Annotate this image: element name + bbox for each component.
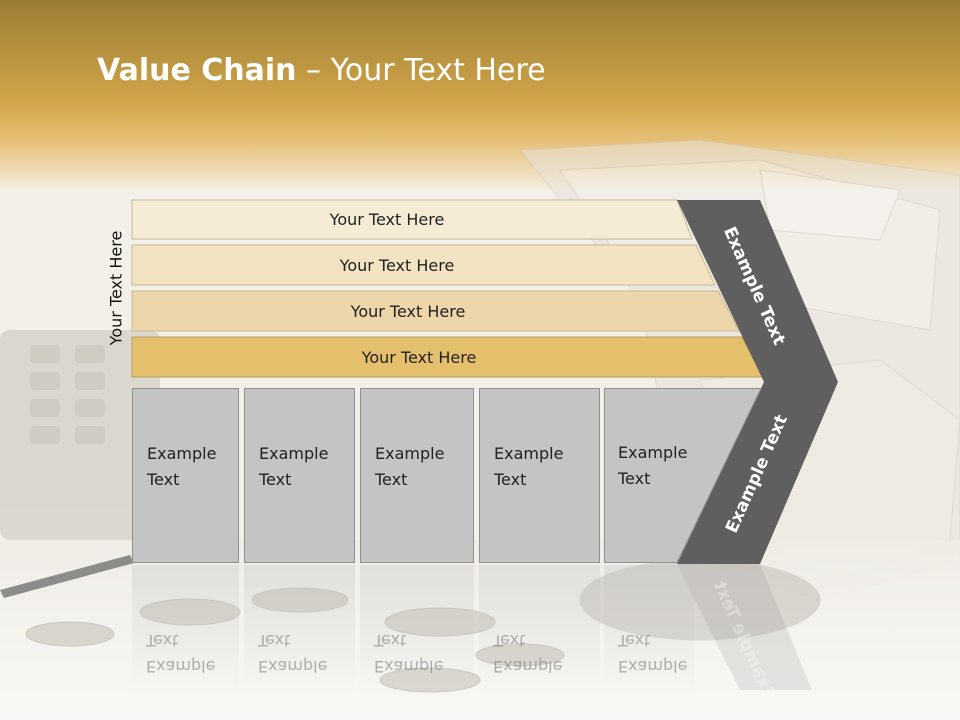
band-2-shape (131, 244, 716, 286)
column-2-label: Example Text (259, 444, 329, 489)
band-4-label: Your Text Here (361, 347, 477, 367)
chevron-lower (677, 382, 838, 564)
chevron-reflection (677, 564, 812, 690)
band-3-shape (131, 290, 740, 332)
band-2: Your Text Here (132, 246, 702, 284)
column-4: Example Text (479, 388, 600, 563)
column-3-reflection-text: Example Text (374, 631, 444, 676)
band-1-label: Your Text Here (329, 209, 445, 229)
column-5-reflection: Example Text (604, 565, 694, 695)
column-1-label: Example Text (147, 444, 217, 489)
column-4-reflection: Example Text (479, 565, 600, 695)
column-5-label: Example Text (618, 443, 688, 488)
column-4-label: Example Text (494, 444, 564, 489)
band-3-label: Your Text Here (350, 301, 466, 321)
band-3: Your Text Here (132, 292, 724, 330)
column-5: Example Text (604, 388, 694, 563)
column-4-reflection-text: Example Text (493, 631, 563, 676)
band-1-shape (131, 199, 693, 240)
column-1-reflection: Example Text (132, 565, 239, 695)
slide-title: Value Chain – Your Text Here (97, 53, 546, 88)
column-5-reflection-text: Example Text (618, 631, 688, 676)
column-5-shape (604, 388, 762, 563)
title-bold: Value Chain (97, 53, 297, 88)
band-4: Your Text Here (132, 338, 746, 376)
chevron-upper (677, 200, 838, 382)
column-3-reflection: Example Text (360, 565, 474, 695)
column-3-label: Example Text (375, 444, 445, 489)
band-2-label: Your Text Here (339, 255, 455, 275)
column-3: Example Text (360, 388, 474, 563)
column-1: Example Text (132, 388, 239, 563)
title-rest: – Your Text Here (296, 53, 546, 88)
band-1: Your Text Here (132, 200, 682, 238)
column-2-reflection-text: Example Text (258, 631, 328, 676)
column-1-reflection-text: Example Text (146, 631, 216, 676)
column-2: Example Text (244, 388, 355, 563)
column-2-reflection: Example Text (244, 565, 355, 695)
